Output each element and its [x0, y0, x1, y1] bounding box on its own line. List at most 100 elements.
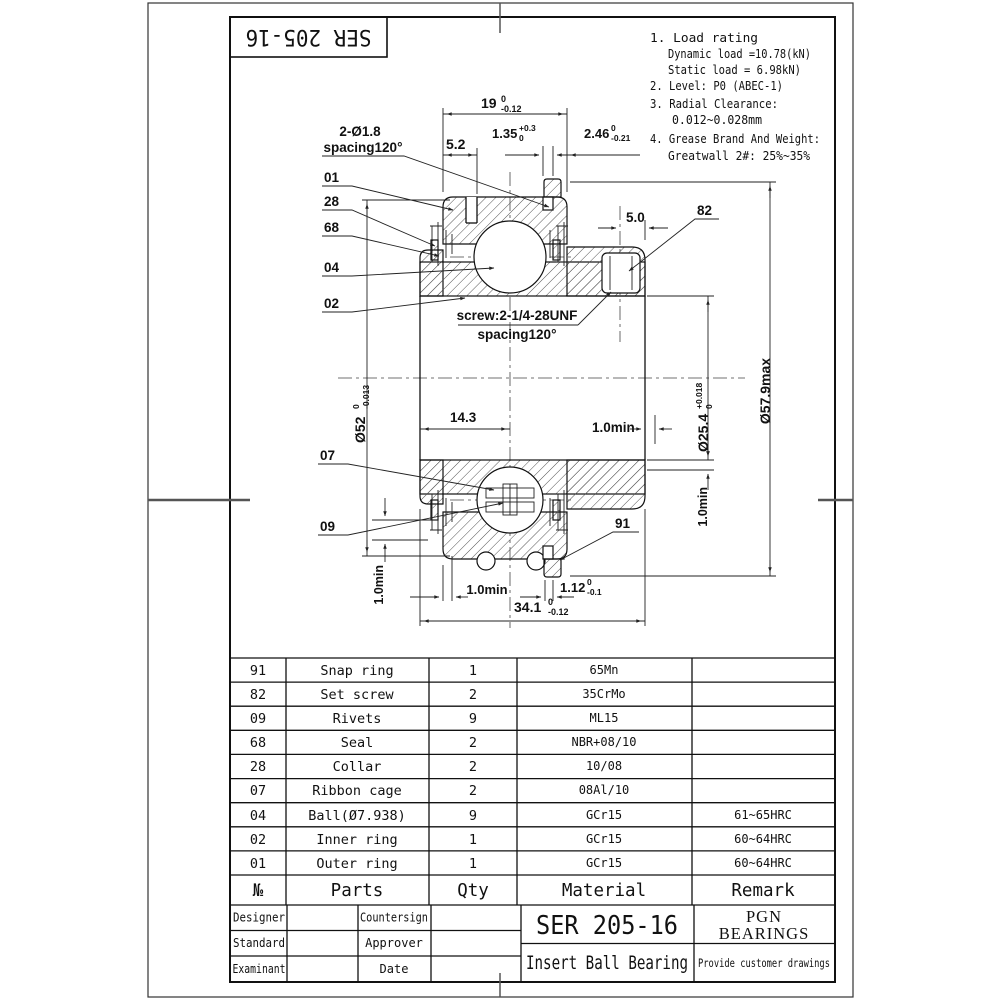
cell: 1: [469, 832, 477, 848]
cell: 68: [250, 735, 266, 751]
svg-text:0: 0: [704, 404, 714, 409]
svg-text:-0.013: -0.013: [361, 385, 371, 409]
svg-text:68: 68: [324, 220, 340, 235]
extension-lines: [362, 108, 776, 626]
company-name-line1: PGN: [746, 907, 782, 926]
cell: Inner ring: [316, 832, 397, 848]
cell: 60~64HRC: [734, 856, 792, 870]
note-line-1: 1. Load rating: [650, 30, 758, 45]
svg-text:07: 07: [320, 448, 335, 463]
header-material: Material: [562, 881, 646, 901]
snap-ring-upper: [542, 178, 562, 211]
cell: NBR+08/10: [571, 735, 636, 749]
dim-min-bottom: 1.0min: [410, 582, 508, 599]
note-line-5: 3. Radial Clearance:: [650, 96, 778, 111]
svg-text:1.0min: 1.0min: [592, 420, 635, 435]
note-line-7: 4. Grease Brand And Weight:: [650, 131, 820, 146]
cell: Ball(Ø7.938): [308, 808, 406, 824]
svg-text:+0.018: +0.018: [694, 382, 704, 409]
svg-text:82: 82: [697, 203, 712, 218]
parts-table-rows: 91 Snap ring 1 65Mn 82 Set screw 2 35CrM…: [250, 663, 792, 872]
cell: 60~64HRC: [734, 832, 792, 846]
svg-text:0: 0: [501, 94, 506, 104]
title-block-labels: Designer Standard Examinant Countersign …: [233, 911, 429, 977]
sheet-borders: [147, 2, 854, 998]
note-line-6: 0.012~0.028mm: [672, 112, 762, 127]
label-grease-holes: 2-Ø1.8 spacing120°: [322, 124, 550, 208]
ribbon-cage-rivet: [485, 483, 535, 516]
title-block-grid: [231, 905, 835, 982]
notes-block: 1. Load rating Dynamic load =10.78(kN) S…: [650, 30, 820, 163]
cell: Ribbon cage: [312, 783, 401, 799]
cell: 10/08: [586, 759, 622, 773]
note-line-2: Dynamic load =10.78(kN): [668, 46, 811, 61]
svg-text:spacing120°: spacing120°: [324, 140, 403, 155]
inner-ring-boss-lower: [566, 459, 646, 510]
cell: ML15: [590, 711, 619, 725]
svg-text:5.0: 5.0: [626, 210, 645, 225]
cell: Outer ring: [316, 856, 397, 872]
cell: 02: [250, 832, 266, 848]
product-name: Insert Ball Bearing: [526, 952, 688, 974]
dim-19: 19 0 -0.12: [443, 94, 567, 116]
cell: 82: [250, 687, 266, 703]
dim-dia579: Ø57.9max: [757, 182, 773, 576]
scallop-left: [476, 551, 496, 571]
standard-label: Standard: [233, 936, 285, 950]
dim-min-bore: 1.0min: [592, 420, 672, 435]
cell: 07: [250, 783, 266, 799]
cell: 2: [469, 783, 477, 799]
top-title-box: SER 205-16: [229, 16, 388, 58]
svg-text:1.0min: 1.0min: [696, 487, 710, 527]
parts-table-grid: [231, 657, 835, 906]
label-screw: screw:2-1/4-28UNF spacing120°: [457, 291, 612, 342]
note-line-3: Static load = 6.98kN): [668, 62, 801, 77]
cell: 9: [469, 711, 477, 727]
svg-text:-0.12: -0.12: [501, 104, 522, 114]
svg-text:1.12: 1.12: [560, 580, 585, 595]
dim-min-right: 1.0min: [696, 440, 710, 527]
header-remark: Remark: [731, 881, 795, 901]
cell: 9: [469, 808, 477, 824]
cell: 1: [469, 663, 477, 679]
svg-text:2-Ø1.8: 2-Ø1.8: [339, 124, 381, 139]
svg-text:5.2: 5.2: [446, 136, 466, 152]
cell: 04: [250, 808, 266, 824]
svg-text:1.0min: 1.0min: [372, 565, 386, 605]
cell: Seal: [341, 735, 374, 751]
ball-upper: [473, 220, 547, 294]
model-number: SER 205-16: [536, 911, 678, 941]
cell: Set screw: [320, 687, 394, 703]
seal-upper-right: [549, 222, 568, 266]
svg-text:Ø57.9max: Ø57.9max: [757, 358, 773, 424]
examinant-label: Examinant: [233, 962, 286, 976]
svg-text:0: 0: [611, 123, 616, 133]
svg-text:14.3: 14.3: [450, 410, 477, 425]
snap-ring-lower: [542, 545, 562, 578]
svg-text:91: 91: [615, 516, 631, 531]
dim-34-1: 34.1 0 -0.12: [420, 597, 645, 623]
svg-text:0: 0: [548, 597, 553, 607]
svg-text:19: 19: [481, 95, 497, 111]
dim-dia52: Ø52 0 -0.013: [351, 200, 371, 556]
cell: 08Al/10: [579, 783, 630, 797]
ref-09: 09: [318, 502, 504, 536]
svg-text:0: 0: [351, 404, 361, 409]
ref-82: 82: [628, 203, 719, 272]
cell: Rivets: [333, 711, 382, 727]
header-qty: Qty: [457, 881, 489, 901]
dim-14-3: 14.3: [420, 410, 510, 431]
cell: 09: [250, 711, 266, 727]
svg-text:Ø25.4: Ø25.4: [695, 414, 711, 452]
cell: 91: [250, 663, 266, 679]
svg-text:-0.1: -0.1: [587, 587, 602, 597]
grease-hole: [465, 197, 478, 224]
cell: 1: [469, 856, 477, 872]
svg-text:34.1: 34.1: [514, 599, 541, 615]
cell: 2: [469, 687, 477, 703]
ref-68: 68: [322, 220, 440, 257]
inner-ring-left-ext-lower: [419, 459, 444, 505]
dim-5-2: 5.2: [443, 136, 477, 157]
svg-text:28: 28: [324, 194, 340, 209]
svg-text:04: 04: [324, 260, 340, 275]
